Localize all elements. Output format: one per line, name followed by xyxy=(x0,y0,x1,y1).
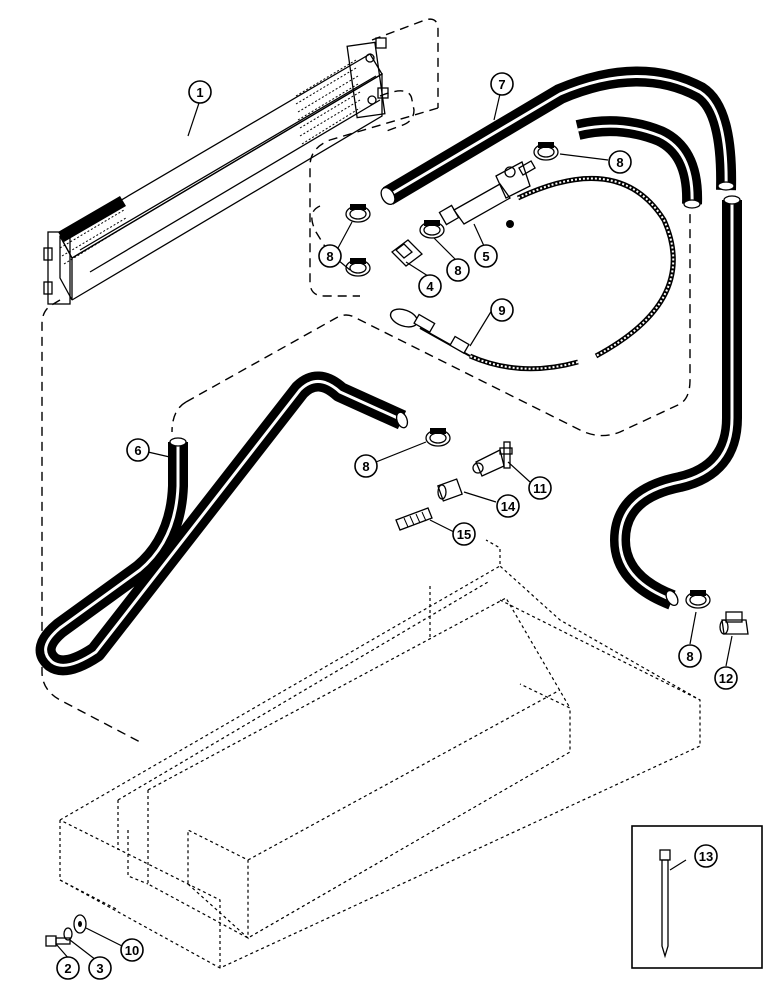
fasteners xyxy=(45,914,87,947)
housing xyxy=(59,539,701,969)
svg-text:9: 9 xyxy=(498,303,505,318)
nut-14 xyxy=(437,478,463,502)
svg-text:10: 10 xyxy=(125,943,139,958)
callout-1: 1 xyxy=(188,80,212,104)
callout-8a: 8 xyxy=(318,244,342,268)
svg-text:7: 7 xyxy=(498,77,505,92)
svg-text:6: 6 xyxy=(134,443,141,458)
clamp-8e xyxy=(425,428,451,447)
callout-10: 10 xyxy=(120,938,144,962)
svg-text:13: 13 xyxy=(699,849,713,864)
cable-tie-13 xyxy=(659,849,671,959)
leader-lines xyxy=(55,93,733,961)
clamp-8f xyxy=(685,590,711,609)
svg-text:5: 5 xyxy=(482,249,489,264)
callout-3: 3 xyxy=(88,956,112,980)
clamp-8a xyxy=(345,204,371,223)
callout-8b: 8 xyxy=(446,258,470,282)
bolt-2 xyxy=(45,935,71,947)
svg-text:1: 1 xyxy=(196,85,203,100)
callout-11: 11 xyxy=(528,476,552,500)
svg-text:2: 2 xyxy=(64,961,71,976)
clamp-8b xyxy=(345,258,371,277)
callout-4: 4 xyxy=(418,274,442,298)
callout-15: 15 xyxy=(452,522,476,546)
callout-8c: 8 xyxy=(608,150,632,174)
clamp-8d xyxy=(533,142,559,161)
oil-cooler xyxy=(43,37,389,305)
coupler xyxy=(391,239,423,267)
lockwasher-3 xyxy=(63,927,73,941)
callout-13: 13 xyxy=(694,844,718,868)
svg-text:3: 3 xyxy=(96,961,103,976)
callout-7: 7 xyxy=(490,72,514,96)
inset-box xyxy=(631,825,763,969)
hose-loop xyxy=(35,371,409,676)
svg-text:8: 8 xyxy=(454,263,461,278)
callout-6: 6 xyxy=(126,438,150,462)
svg-text:8: 8 xyxy=(362,459,369,474)
callout-12: 12 xyxy=(714,666,738,690)
washer-10 xyxy=(73,914,87,934)
svg-text:8: 8 xyxy=(326,249,333,264)
valve xyxy=(438,160,536,226)
svg-text:12: 12 xyxy=(719,671,733,686)
callouts: 1 2 3 4 5 6 7 8 xyxy=(56,72,738,980)
callout-8e: 8 xyxy=(678,644,702,668)
hose-clamps xyxy=(345,142,711,609)
svg-text:14: 14 xyxy=(501,499,516,514)
callout-14: 14 xyxy=(496,494,520,518)
hose-long xyxy=(380,66,737,206)
callout-2: 2 xyxy=(56,956,80,980)
svg-text:11: 11 xyxy=(533,481,547,496)
fitting-11 xyxy=(472,441,513,477)
svg-text:8: 8 xyxy=(686,649,693,664)
hose-right xyxy=(575,116,742,610)
fitting-12 xyxy=(719,611,749,635)
cable xyxy=(389,176,676,372)
svg-text:15: 15 xyxy=(457,527,471,542)
stud-15 xyxy=(395,507,433,531)
callout-5: 5 xyxy=(474,244,498,268)
callout-9: 9 xyxy=(490,298,514,322)
svg-text:4: 4 xyxy=(426,279,434,294)
clamp-8c xyxy=(419,220,445,239)
callout-8d: 8 xyxy=(354,454,378,478)
svg-text:8: 8 xyxy=(616,155,623,170)
cooler-fins-left xyxy=(58,196,127,265)
assembly-guide-lines xyxy=(41,18,691,743)
